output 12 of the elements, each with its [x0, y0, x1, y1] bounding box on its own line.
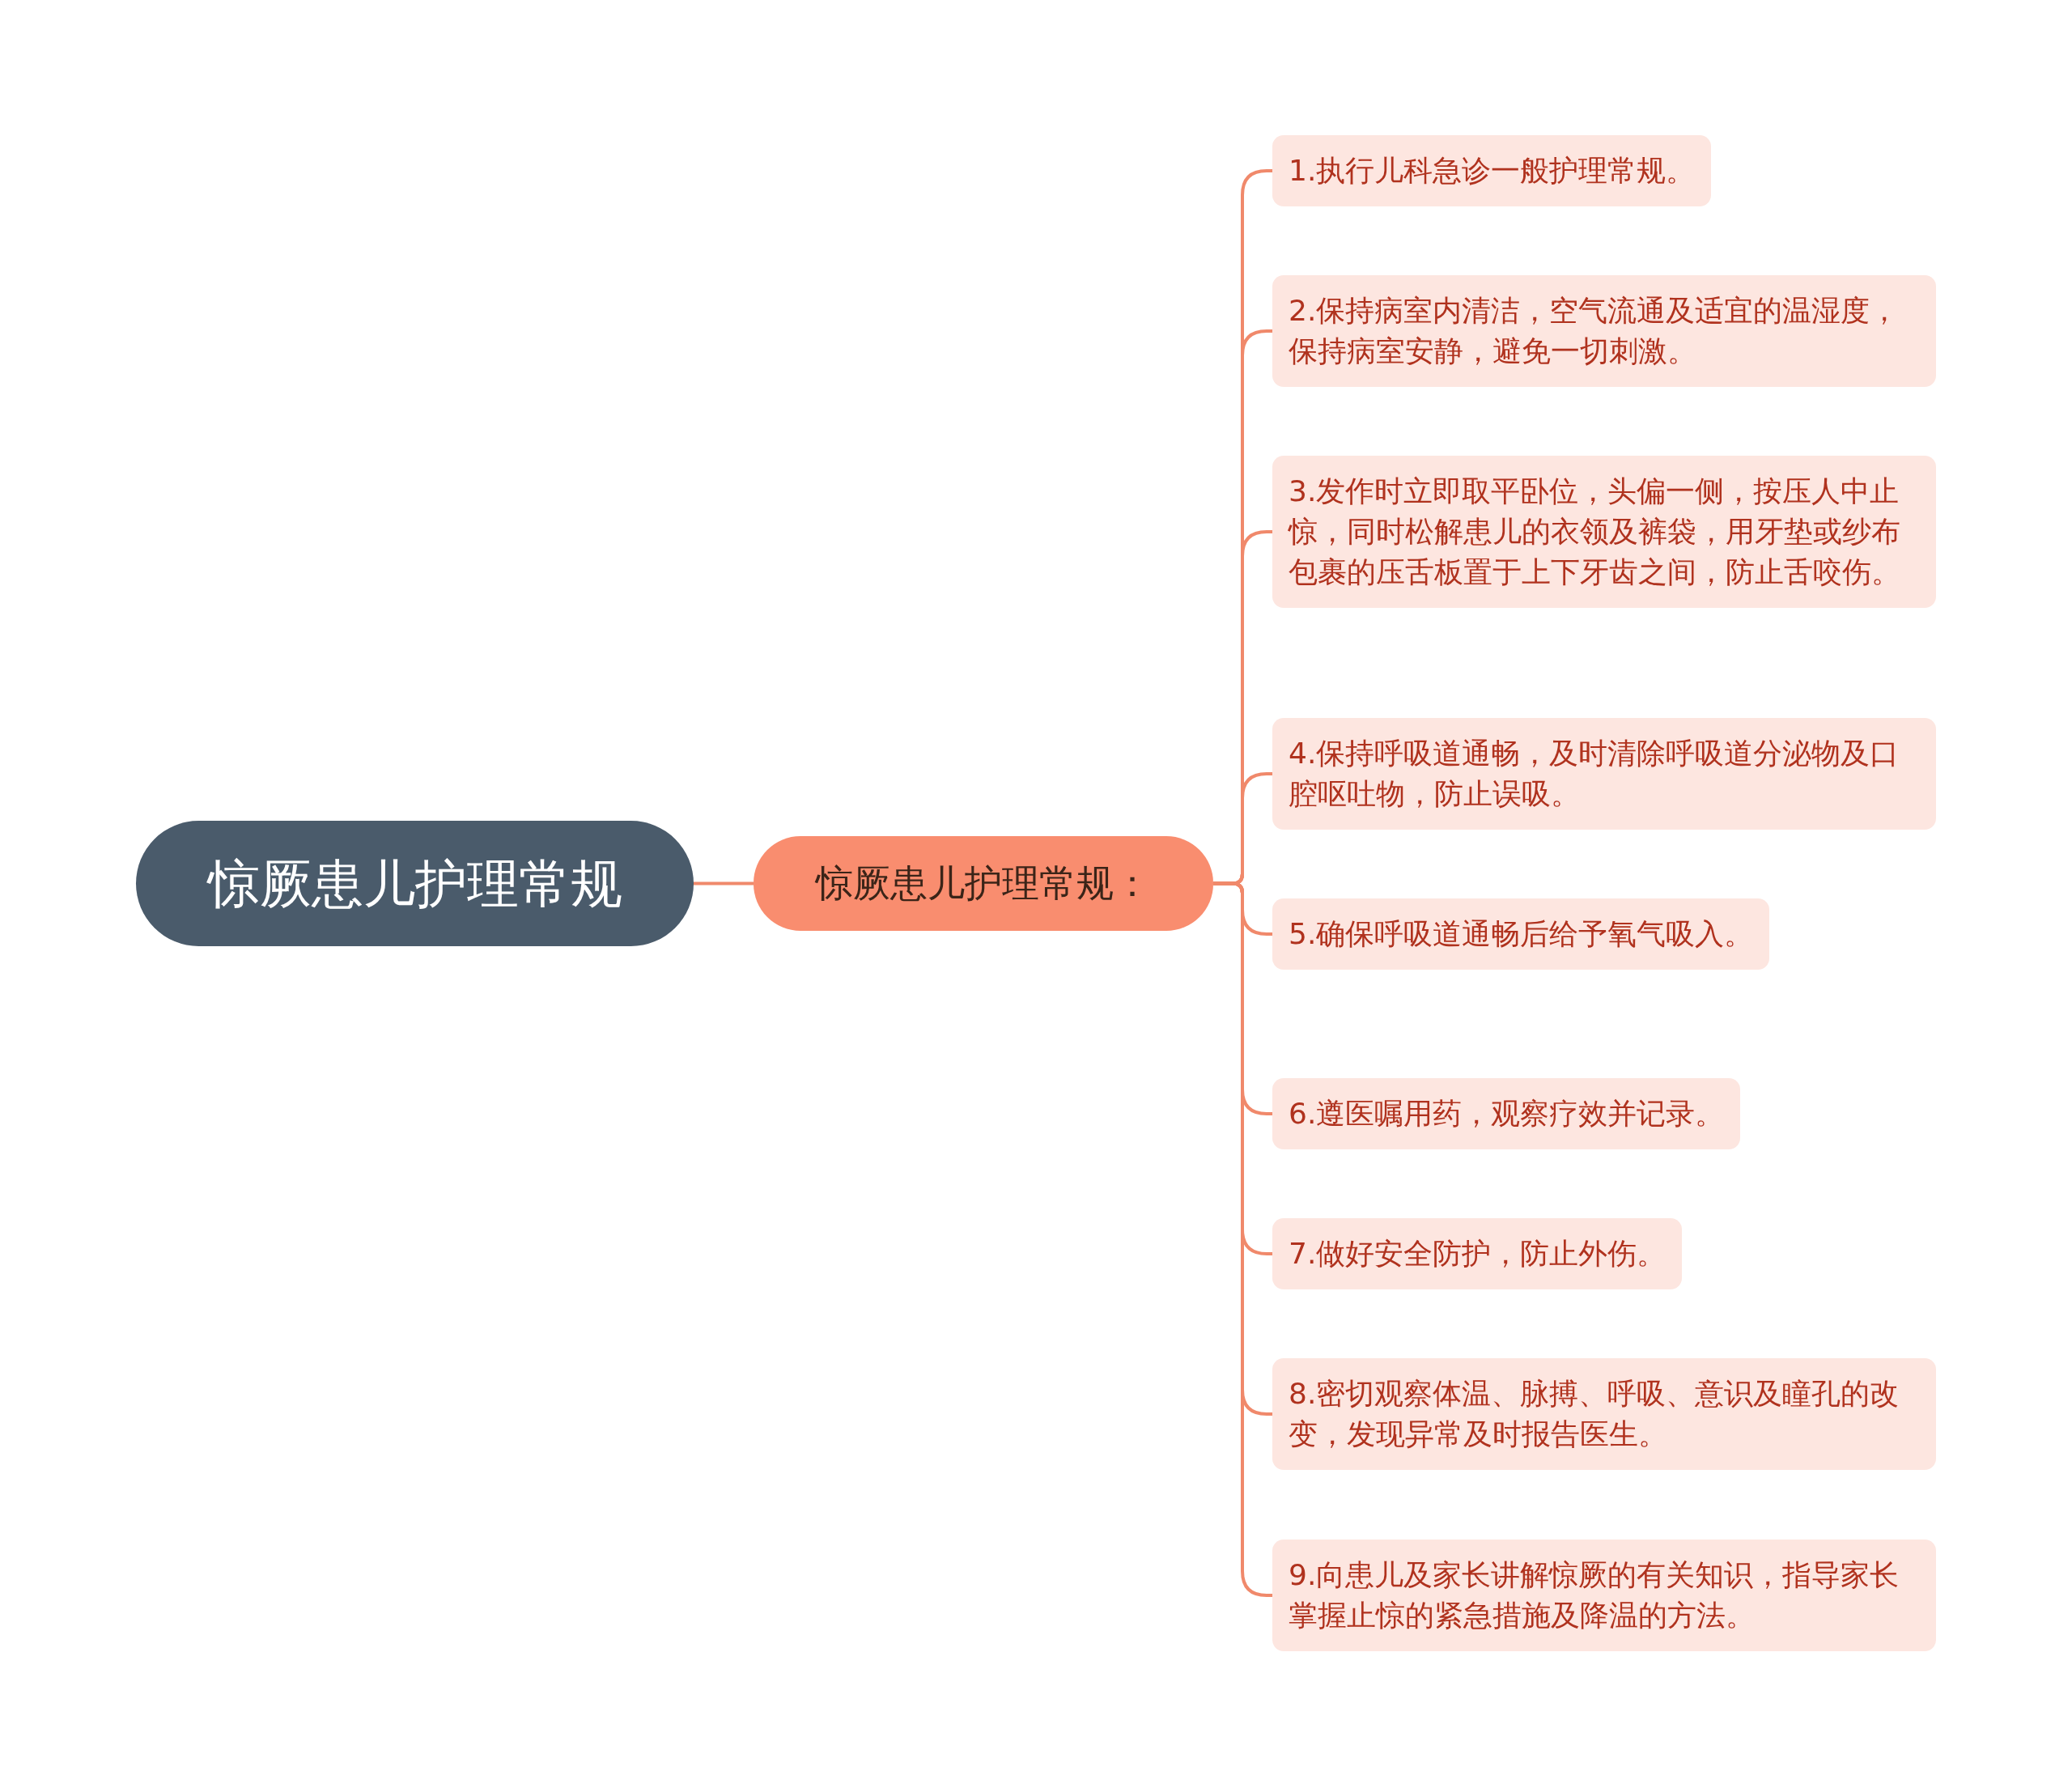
subtopic-box: 8.密切观察体温、脉搏、呼吸、意识及瞳孔的改变，发现异常及时报告医生。 [1272, 1358, 1936, 1470]
subtopic-box: 1.执行儿科急诊一般护理常规。 [1272, 135, 1712, 206]
branch-topic: 惊厥患儿护理常规： [754, 836, 1213, 931]
subtopic-box: 3.发作时立即取平卧位，头偏一侧，按压人中止惊，同时松解患儿的衣领及裤袋，用牙垫或纱布包裹的压舌板置于上下牙齿之间，防止舌咬伤。 [1272, 456, 1936, 608]
subtopic-box: 2.保持病室内清洁，空气流通及适宜的温湿度，保持病室安静，避免一切刺激。 [1272, 275, 1936, 387]
root-topic: 惊厥患儿护理常规 [136, 821, 694, 946]
subtopic-box: 7.做好安全防护，防止外伤。 [1272, 1218, 1683, 1289]
subtopic-box: 5.确保呼吸道通畅后给予氧气吸入。 [1272, 898, 1770, 970]
connector-line [694, 881, 754, 886]
subtopic-box: 4.保持呼吸道通畅，及时清除呼吸道分泌物及口腔呕吐物，防止误吸。 [1272, 718, 1936, 830]
subtopic-box: 9.向患儿及家长讲解惊厥的有关知识，指导家长掌握止惊的紧急措施及降温的方法。 [1272, 1540, 1936, 1651]
subtopic-box: 6.遵医嘱用药，观察疗效并记录。 [1272, 1078, 1741, 1149]
